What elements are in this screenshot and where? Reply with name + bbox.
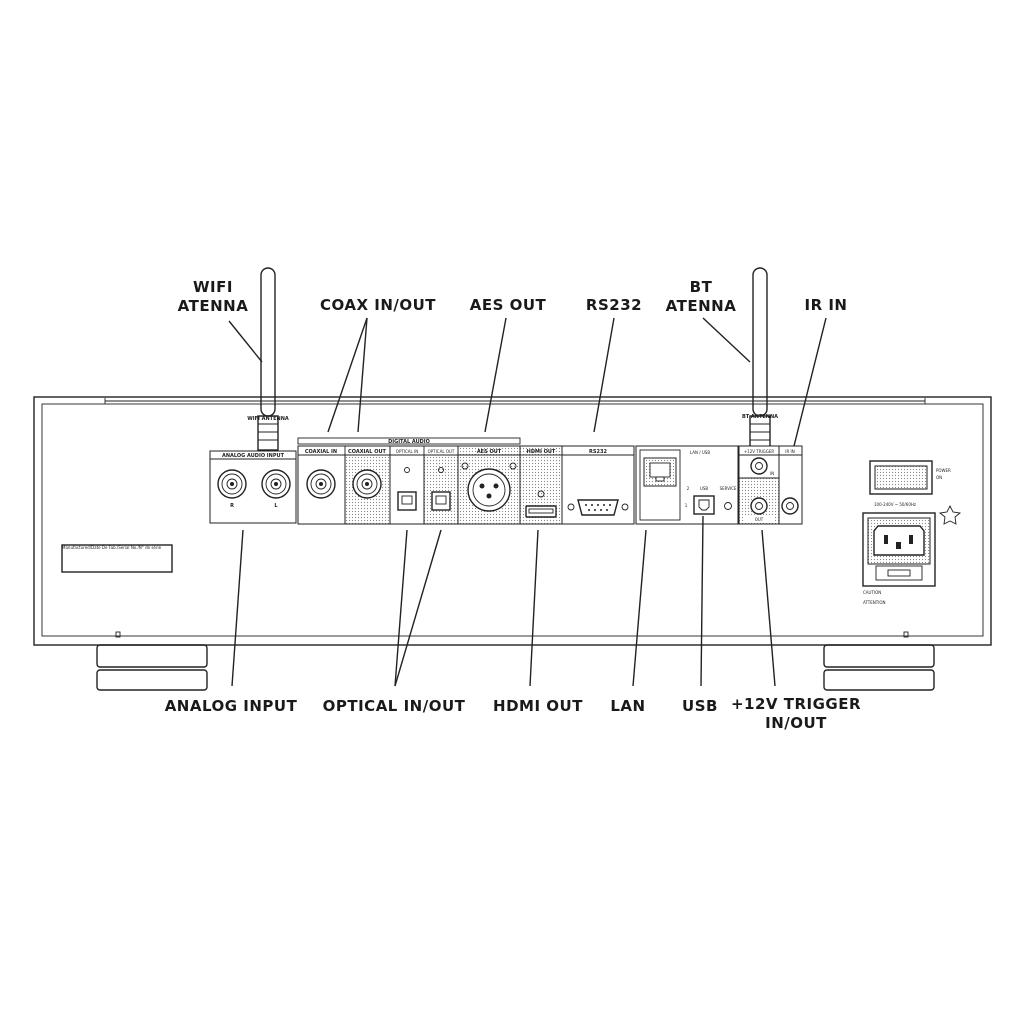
star-logo-icon: [938, 504, 962, 525]
callouts: WIFI ATENNA COAX IN/OUT AES OUT RS232 BT…: [165, 278, 861, 732]
wifi-antenna-panel-label: WIFI ANTENNA: [247, 416, 289, 422]
ir-in-jack[interactable]: [781, 497, 799, 515]
trigger-in-jack[interactable]: [750, 457, 768, 475]
rs232-db9-connector[interactable]: [567, 499, 629, 516]
usb-port-2-number: 2: [687, 486, 690, 491]
hdmi-out-label: HDMI OUT: [527, 449, 556, 455]
wifi-antenna: WIFI ANTENNA: [247, 267, 289, 451]
lan-rj45-port[interactable]: [643, 457, 677, 487]
service-button[interactable]: [724, 502, 732, 510]
optical-out-label: OPTICAL OUT: [428, 449, 455, 454]
coaxial-in-jack[interactable]: [306, 469, 336, 499]
optical-in-port[interactable]: [397, 491, 417, 511]
trigger-12v-label: +12V TRIGGER: [744, 449, 775, 454]
leader-lines: [228, 317, 827, 687]
callout-usb: USB: [682, 697, 718, 715]
voltage-label: 100-240V ~ 50/60Hz: [874, 502, 916, 507]
aes-out-label: AES OUT: [477, 449, 502, 455]
analog-audio-input-label: ANALOG AUDIO INPUT: [222, 453, 285, 459]
trigger-out-jack[interactable]: [750, 497, 768, 515]
usb-port-label: USB: [700, 486, 708, 491]
optical-in-label: OPTICAL IN: [396, 449, 418, 454]
callout-bt: BT: [690, 278, 713, 296]
coaxial-out-label: COAXIAL OUT: [348, 449, 386, 455]
trigger-in-label: IN: [770, 471, 774, 476]
usb-b-port[interactable]: [693, 495, 715, 515]
callout-trigger: +12V TRIGGER: [731, 695, 861, 713]
lan-usb-label: LAN / USB: [690, 450, 710, 455]
callout-coax-in-out: COAX IN/OUT: [320, 296, 436, 314]
bt-antenna-panel-label: BT ANTENNA: [742, 414, 778, 420]
service-label: SERVICE: [720, 486, 737, 491]
callout-bt-antenna: ATENNA: [666, 297, 737, 315]
iec-power-inlet[interactable]: [862, 512, 936, 587]
analog-input-section: ANALOG AUDIO INPUT R L: [209, 450, 297, 524]
callout-aes-out: AES OUT: [470, 296, 547, 314]
optical-out-port[interactable]: [431, 491, 451, 511]
rca-jack-left[interactable]: [261, 469, 291, 499]
rca-jack-right[interactable]: [217, 469, 247, 499]
serial-number-plate: Manufactured/Date De Fab./Serial No./N° …: [61, 544, 173, 573]
callout-trigger-in-out: IN/OUT: [765, 714, 827, 732]
on-label: ON: [936, 475, 942, 480]
aes-xlr-connector[interactable]: [467, 468, 511, 512]
usb-port-1-number: 1: [685, 503, 688, 508]
chassis-inner: [41, 403, 984, 637]
hdmi-port[interactable]: [525, 505, 557, 518]
caution-label: CAUTION: [863, 590, 881, 595]
power-label: POWER: [936, 468, 951, 473]
hdmi-section: HDMI OUT: [519, 445, 563, 525]
chassis-outer: [33, 396, 992, 646]
callout-optical-in-out: OPTICAL IN/OUT: [323, 697, 466, 715]
callout-rs232: RS232: [586, 296, 642, 314]
lan-usb-section: LAN / USB 2 USB SERVICE 1: [635, 445, 739, 525]
foot-left: [96, 644, 208, 691]
callout-lan: LAN: [610, 697, 645, 715]
callout-wifi: WIFI: [193, 278, 233, 296]
callout-analog-input: ANALOG INPUT: [165, 697, 298, 715]
rs232-section: RS232: [561, 445, 635, 525]
foot-right: [823, 644, 935, 691]
power-switch[interactable]: [869, 460, 933, 495]
chassis: [33, 396, 992, 646]
rs232-label: RS232: [589, 449, 607, 455]
channel-l-label: L: [274, 503, 278, 509]
coaxial-out-jack[interactable]: [352, 469, 382, 499]
attention-label: ATTENTION: [863, 600, 886, 605]
serial-label-text: Manufactured/Date De Fab./Serial No./N° …: [62, 545, 162, 550]
callout-wifi-antenna: ATENNA: [178, 297, 249, 315]
power-section: POWER ON 100-240V ~ 50/60Hz CAUTION ATTE…: [862, 460, 962, 605]
coaxial-in-label: COAXIAL IN: [305, 449, 337, 455]
ir-in-panel-label: IR IN: [785, 449, 794, 454]
trigger-out-label: OUT: [755, 517, 764, 522]
trigger-section: +12V TRIGGER IN OUT: [738, 445, 780, 525]
bt-antenna: BT ANTENNA: [742, 267, 778, 451]
digital-audio-label: DIGITAL AUDIO: [388, 439, 430, 445]
callout-ir-in: IR IN: [805, 296, 848, 314]
ir-in-section: IR IN: [778, 445, 803, 525]
digital-audio-section: DIGITAL AUDIO COAXIAL IN COAXIAL OUT OPT…: [297, 437, 521, 525]
channel-r-label: R: [230, 503, 234, 509]
callout-hdmi-out: HDMI OUT: [493, 697, 583, 715]
